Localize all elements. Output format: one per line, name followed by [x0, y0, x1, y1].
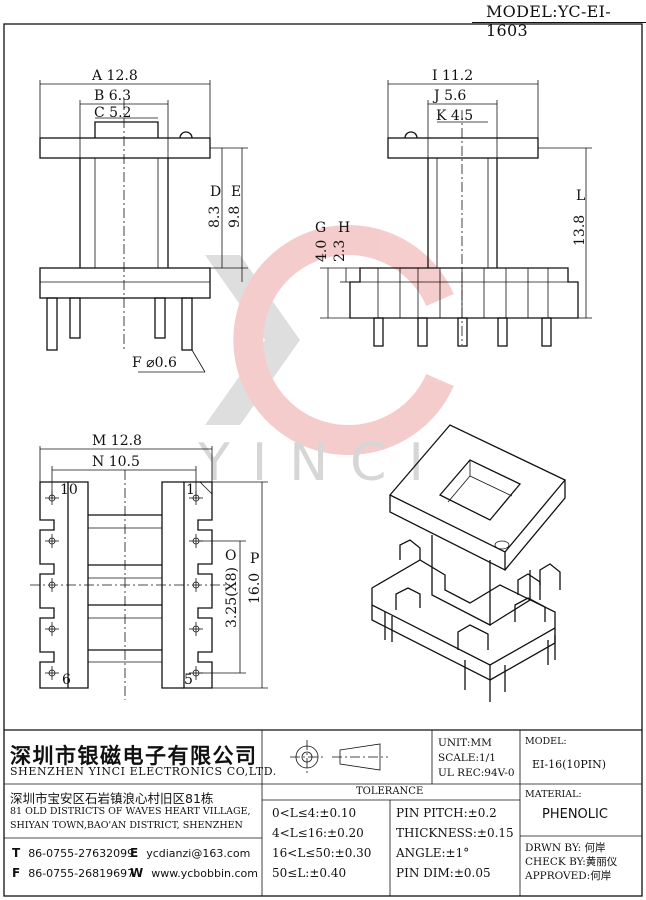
dim-n: N 10.5 — [92, 454, 140, 470]
pin-10-label: 10 — [60, 482, 78, 498]
contact-fax: F 86-0755-26819697 — [12, 866, 134, 880]
web-value[interactable]: www.ycbobbin.com — [151, 867, 258, 880]
dim-k: K 4.5 — [436, 108, 473, 124]
company-name-en: SHENZHEN YINCI ELECTRONICS CO,LTD. — [10, 765, 277, 778]
yinci-logo-watermark: YINCI — [197, 225, 454, 493]
tel-value: 86-0755-27632099 — [28, 847, 135, 860]
dim-d: D — [210, 184, 221, 200]
address-line-2: SHIYAN TOWN,BAO'AN DISTRICT, SHENZHEN — [10, 820, 243, 831]
approved-by: APPROVED:何岸 — [525, 870, 612, 882]
dim-e-value: 9.8 — [227, 206, 243, 228]
dim-g: G — [315, 220, 326, 236]
dim-a: A 12.8 — [91, 68, 138, 84]
dim-m: M 12.8 — [92, 433, 142, 449]
spec-unit: UNIT:MM — [438, 737, 492, 749]
email-label: E — [130, 846, 139, 860]
title-block-grid — [4, 729, 642, 896]
front-view: A 12.8 B 6.3 C 5.2 D E 8.3 9.8 F ⌀0.6 — [39, 68, 248, 373]
fax-label: F — [12, 866, 21, 880]
company-address-en: 81 OLD DISTRICTS OF WAVES HEART VILLAGE,… — [10, 805, 251, 833]
pin-5-label: 5 — [184, 672, 193, 688]
model-label: MODEL — [486, 2, 553, 21]
tolerance-title: TOLERANCE — [356, 786, 424, 797]
isometric-view — [371, 424, 567, 702]
tolerance-right-2: THICKNESS:±0.15 — [396, 826, 514, 840]
spec-ul: UL REC:94V-0 — [438, 767, 515, 779]
tolerance-right-4: PIN DIM:±0.05 — [396, 866, 491, 880]
dim-o: O — [225, 548, 236, 564]
dim-o-value: 3.25(X8) — [224, 567, 240, 628]
tolerance-left-1: 0<L≤4:±0.10 — [272, 806, 357, 820]
pin-1-label: 1 — [186, 482, 195, 498]
dim-p: P — [250, 551, 259, 567]
dim-b: B 6.3 — [94, 88, 131, 104]
dim-e: E — [231, 184, 241, 200]
dim-f: F ⌀0.6 — [132, 355, 177, 371]
dim-l: L — [576, 188, 585, 204]
tolerance-left-4: 50≤L:±0.40 — [272, 866, 347, 880]
dim-p-value: 16.0 — [247, 573, 263, 604]
model-title: MODEL:YC-EI-1603 — [486, 2, 611, 40]
side-view: I 11.2 J 5.6 K 4.5 L 13.8 G H 4.0 2.3 — [314, 68, 592, 347]
dim-g-value: 4.0 — [314, 240, 330, 262]
checked-by: CHECK BY:黄丽仪 — [525, 856, 618, 868]
fax-value: 86-0755-26819697 — [28, 867, 135, 880]
material-field-value: PHENOLIC — [542, 807, 608, 822]
bottom-view: 10 1 6 5 M 12.8 N 10.5 O P 3.25(X8) 16.0 — [30, 433, 268, 700]
company-address-cn: 深圳市宝安区石岩镇浪心村旧区81栋 — [10, 791, 214, 806]
dim-d-value: 8.3 — [207, 206, 223, 228]
logo-brand-text: YINCI — [197, 433, 446, 493]
dim-h-value: 2.3 — [332, 240, 348, 262]
contact-tel: T 86-0755-27632099 — [12, 846, 134, 860]
dim-c: C 5.2 — [94, 105, 131, 121]
tolerance-left-2: 4<L≤16:±0.20 — [272, 826, 364, 840]
model-field-label: MODEL: — [525, 736, 567, 747]
tolerance-right-3: ANGLE:±1° — [396, 846, 470, 860]
bobbin-side-icon — [339, 743, 381, 771]
model-field-value: EI-16(10PIN) — [532, 758, 607, 771]
drawing-border — [3, 23, 643, 897]
spec-scale: SCALE:1/1 — [438, 752, 496, 764]
dim-i: I 11.2 — [432, 68, 473, 84]
tolerance-right-1: PIN PITCH:±0.2 — [396, 806, 497, 820]
dim-h: H — [338, 220, 350, 236]
model-value: YC-EI-1603 — [486, 2, 611, 40]
model-underline — [472, 22, 646, 23]
material-field-label: MATERIAL: — [525, 789, 582, 800]
address-line-1: 81 OLD DISTRICTS OF WAVES HEART VILLAGE, — [10, 806, 251, 817]
logo-c-icon — [233, 225, 454, 455]
drawn-by: DRWN BY: 何岸 — [525, 842, 606, 854]
company-name-cn: 深圳市银磁电子有限公司 — [10, 744, 258, 768]
tolerance-left-3: 16<L≤50:±0.30 — [272, 846, 372, 860]
dim-l-value: 13.8 — [572, 215, 588, 246]
pin-6-label: 6 — [62, 672, 71, 688]
email-value[interactable]: ycdianzi@163.com — [146, 847, 251, 860]
web-label: W — [130, 866, 144, 880]
dim-j: J 5.6 — [432, 88, 466, 104]
tel-label: T — [12, 846, 21, 860]
